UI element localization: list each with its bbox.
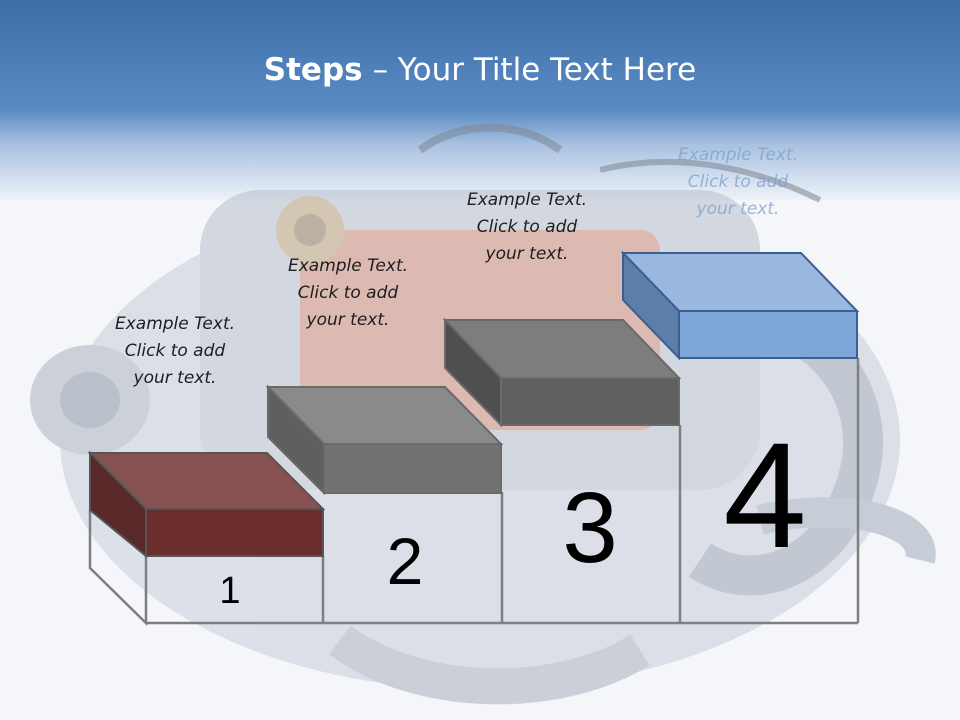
step-3-number: 3 <box>562 472 618 584</box>
step-1-number: 1 <box>219 570 241 612</box>
step-2-text-line1: Example Text. <box>287 256 409 276</box>
header-band <box>0 0 960 200</box>
step-4-block <box>620 250 860 361</box>
step-4-text-line2: Click to add <box>687 172 789 192</box>
step-1-block <box>87 450 326 559</box>
step-2-text-line3: your text. <box>306 310 390 330</box>
step-4-text-line1: Example Text. <box>677 145 799 165</box>
slide-title-bold: Steps <box>263 52 363 88</box>
column-1-outline <box>88 510 148 626</box>
step-2-block <box>265 384 504 496</box>
step-3-text-line3: your text. <box>485 244 569 264</box>
step-1-text[interactable]: Example Text. Click to add your text. <box>85 311 265 392</box>
step-3-text-line2: Click to add <box>476 217 578 237</box>
slide-title[interactable]: Steps – Your Title Text Here <box>0 52 960 88</box>
step-1-text-line3: your text. <box>133 368 217 388</box>
step-2-text-line2: Click to add <box>297 283 399 303</box>
step-2-number: 2 <box>386 524 424 598</box>
step-4-text[interactable]: Example Text. Click to add your text. <box>648 142 828 223</box>
slide-title-rest: – Your Title Text Here <box>362 52 697 88</box>
step-4-number: 4 <box>723 411 807 579</box>
step-2-text[interactable]: Example Text. Click to add your text. <box>258 253 438 334</box>
step-3-text-line1: Example Text. <box>466 190 588 210</box>
step-1-text-line1: Example Text. <box>114 314 236 334</box>
step-1-text-line2: Click to add <box>124 341 226 361</box>
step-3-text[interactable]: Example Text. Click to add your text. <box>437 187 617 268</box>
step-3-block <box>442 317 682 428</box>
step-4-text-line3: your text. <box>696 199 780 219</box>
